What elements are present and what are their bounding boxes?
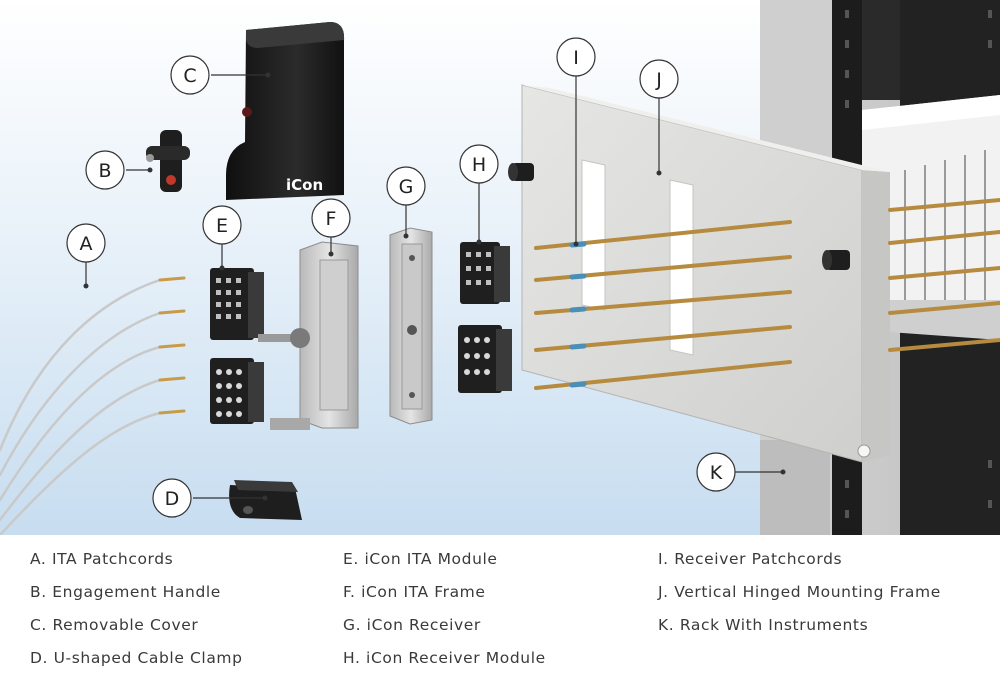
legend-item-f: F. iCon ITA Frame <box>343 583 486 601</box>
callout-i-label: I <box>573 47 579 69</box>
callout-c-label: C <box>183 65 196 87</box>
legend-item-h: H. iCon Receiver Module <box>343 649 546 667</box>
receiver-patchcords <box>534 198 1000 390</box>
callout-d-circle <box>152 478 192 518</box>
callout-h-circle <box>459 144 499 184</box>
callout-a-circle <box>66 223 106 263</box>
u-shaped-cable-clamp <box>229 480 302 520</box>
callout-i-circle <box>556 37 596 77</box>
frame-knob-right <box>822 250 850 270</box>
legend-item-g: G. iCon Receiver <box>343 616 481 634</box>
callout-h-label: H <box>472 154 486 176</box>
callout-g-circle <box>386 166 426 206</box>
legend-item-j: J. Vertical Hinged Mounting Frame <box>658 583 941 601</box>
callout-j-label: J <box>655 69 662 91</box>
callout-e-label: E <box>216 215 228 237</box>
legend-item-a: A. ITA Patchcords <box>30 550 174 568</box>
engagement-handle <box>146 130 190 192</box>
callout-k-circle <box>696 452 736 492</box>
callout-e-circle <box>202 205 242 245</box>
icon-receiver <box>389 227 433 425</box>
callout-f-circle <box>311 198 351 238</box>
callout-k-label: K <box>710 462 723 484</box>
legend-item-c: C. Removable Cover <box>30 616 199 634</box>
callout-j-circle <box>639 59 679 99</box>
legend-item-b: B. Engagement Handle <box>30 583 221 601</box>
frame-knob-left <box>508 163 534 181</box>
removable-cover: iCon <box>226 22 345 200</box>
callout-d-label: D <box>165 488 180 510</box>
legend-item-e: E. iCon ITA Module <box>343 550 498 568</box>
legend: A. ITA Patchcords B. Engagement Handle C… <box>0 535 1000 679</box>
legend-item-d: D. U-shaped Cable Clamp <box>30 649 243 667</box>
callout-b-label: B <box>98 160 111 182</box>
icon-receiver-module <box>458 242 512 393</box>
callout-c-circle <box>170 55 210 95</box>
legend-item-i: I. Receiver Patchcords <box>658 550 843 568</box>
callout-b-circle <box>85 150 125 190</box>
legend-item-k: K. Rack With Instruments <box>658 616 869 634</box>
icon-ita-frame <box>258 241 359 430</box>
callout-g-label: G <box>399 176 414 198</box>
cover-brand-label: iCon <box>286 176 323 194</box>
callout-a-label: A <box>80 233 93 255</box>
callout-f-label: F <box>326 208 337 230</box>
icon-ita-module <box>210 268 264 424</box>
exploded-view-illustration: iCon <box>0 0 1000 535</box>
ita-patchcords <box>0 276 186 535</box>
